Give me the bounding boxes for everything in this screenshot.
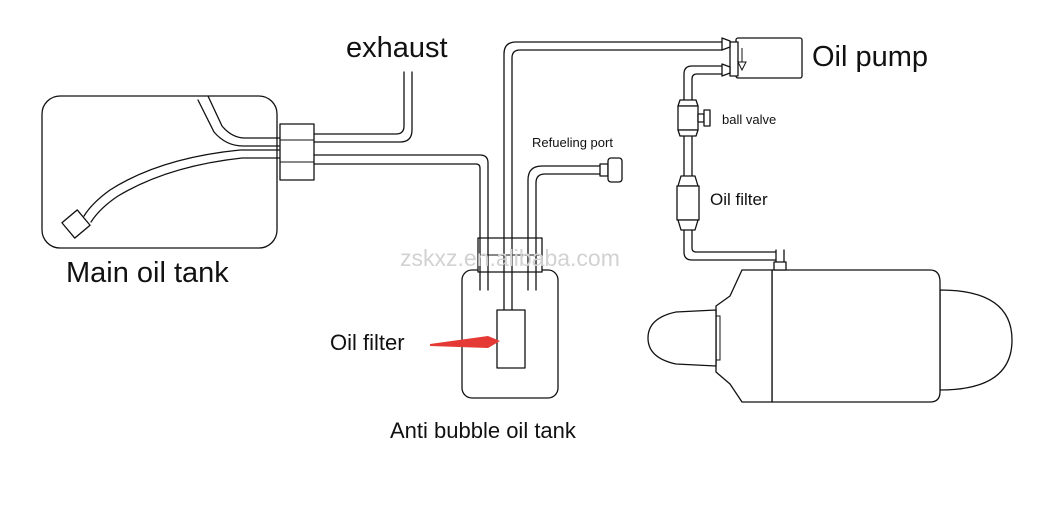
inline-oil-filter (676, 175, 700, 231)
engine-feed-line (683, 65, 785, 271)
jet-engine (647, 261, 1013, 403)
ball-valve-label: ball valve (722, 112, 776, 127)
oil-pump-label: Oil pump (812, 41, 928, 73)
exhaust-label: exhaust (346, 32, 448, 64)
anti-bubble-oil-tank-label: Anti bubble oil tank (390, 418, 577, 443)
main-oil-tank (41, 95, 315, 249)
oil-pump (721, 37, 803, 79)
oil-filter-left-label: Oil filter (330, 330, 405, 355)
feed-line (313, 154, 489, 286)
oil-filter-arrow (430, 336, 500, 348)
refueling-line (527, 157, 623, 291)
main-oil-tank-label: Main oil tank (66, 257, 229, 289)
anti-bubble-oil-tank (461, 237, 559, 399)
pump-supply-line (503, 41, 723, 313)
oil-filter-right-label: Oil filter (710, 190, 768, 209)
watermark: zskxz.en.alibaba.com (400, 245, 620, 271)
refueling-port-label: Refueling port (532, 135, 613, 150)
ball-valve (677, 99, 711, 137)
exhaust-line (313, 71, 413, 143)
